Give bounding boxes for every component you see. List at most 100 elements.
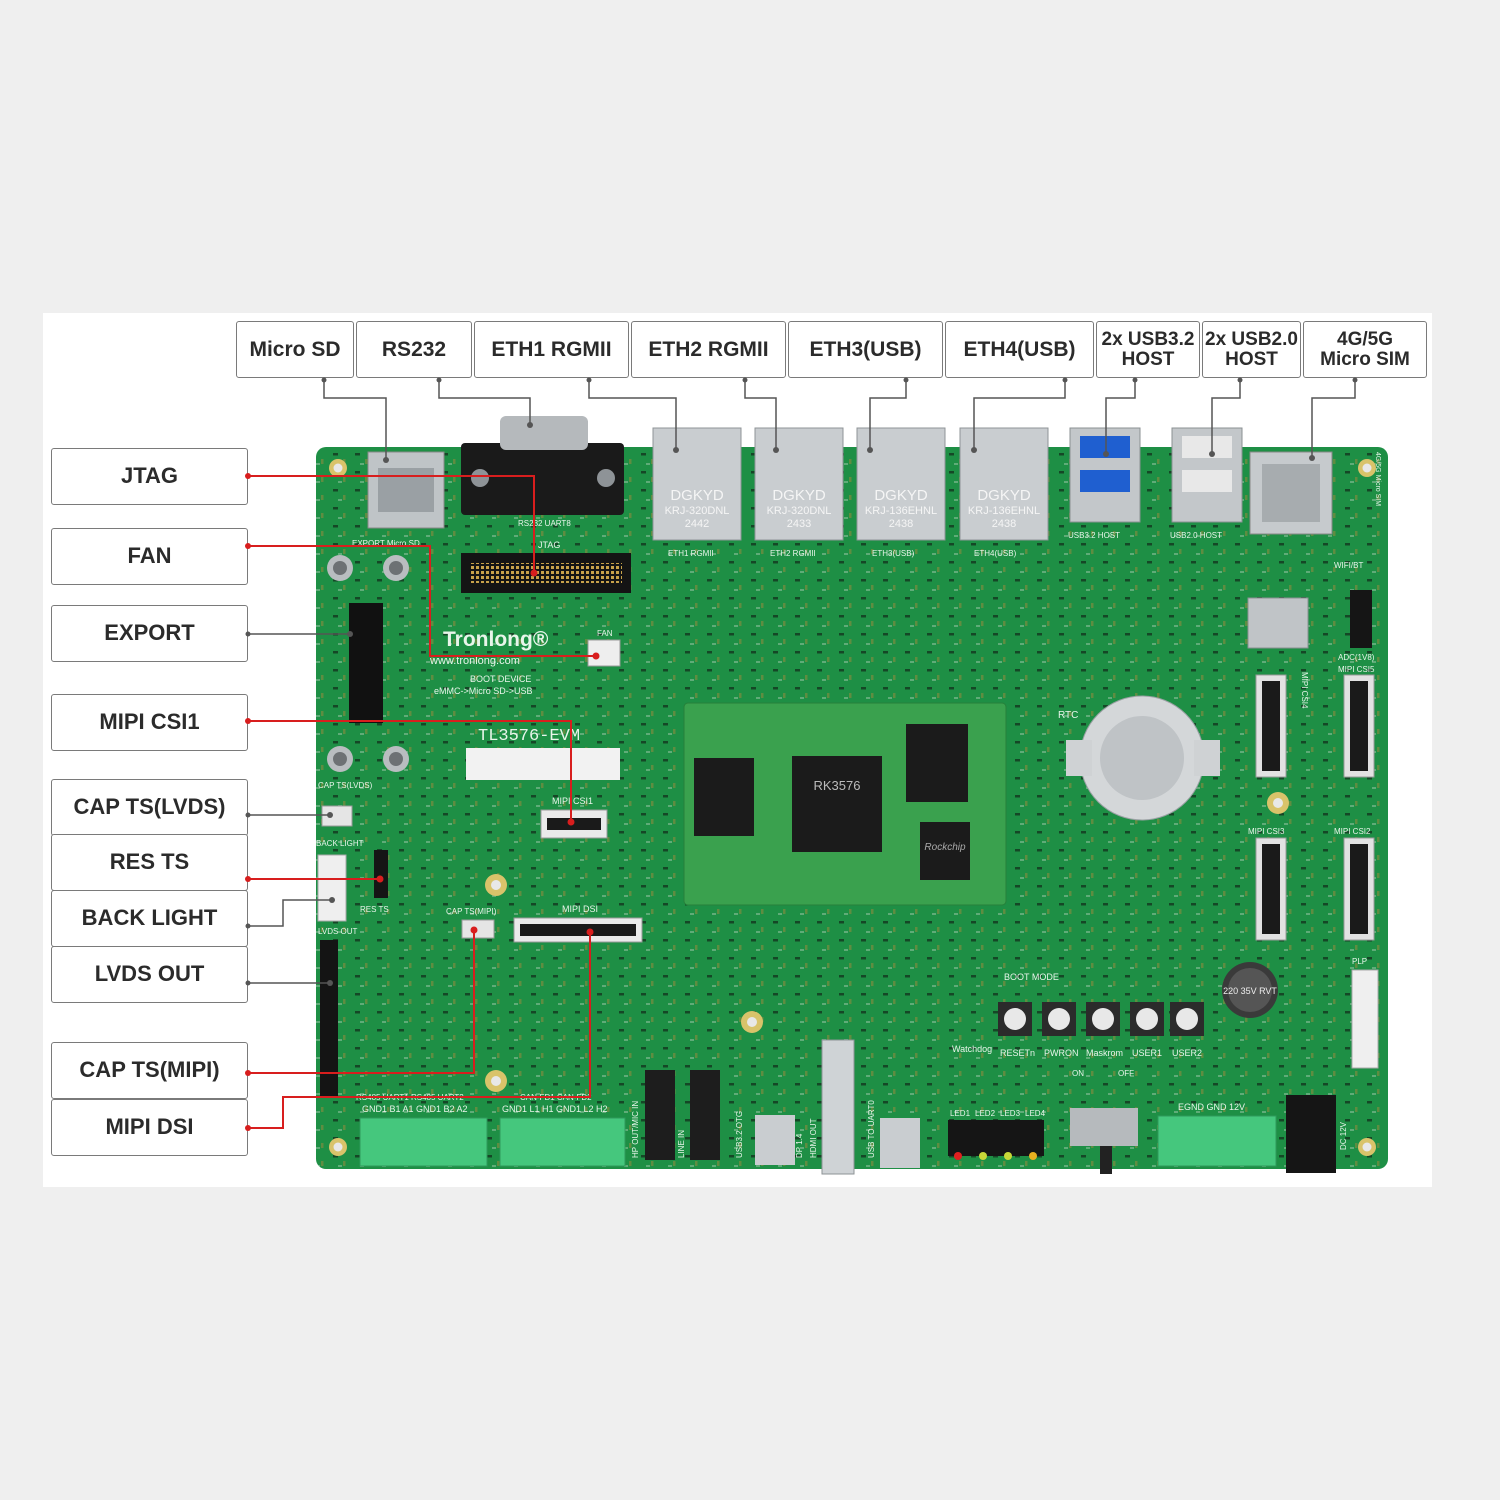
callout-cap-ts-lvds: CAP TS(LVDS) bbox=[51, 779, 248, 836]
export-connector bbox=[349, 603, 383, 723]
mipi-csi1-silk: MIPI CSI1 bbox=[552, 796, 593, 806]
jtag-header bbox=[461, 553, 631, 593]
leader-mipi-dsi bbox=[248, 932, 591, 1129]
electrolytic-capacitor bbox=[1222, 962, 1278, 1018]
callout-back-light: BACK LIGHT bbox=[51, 890, 248, 947]
callout-line1: 2x USB2.0 bbox=[1205, 329, 1298, 351]
callout-text: LVDS OUT bbox=[94, 961, 205, 987]
leader-fan bbox=[248, 545, 596, 657]
mipi-csi5-silk: MIPI CSI5 bbox=[1338, 665, 1375, 674]
callout-text: ETH3(USB) bbox=[809, 337, 922, 361]
backlight-connector bbox=[317, 854, 347, 922]
cap-ts-mipi-silk: CAP TS(MIPI) bbox=[446, 907, 497, 916]
model-silk: TL3576-EVM bbox=[478, 727, 580, 746]
hp-silk: HP OUT/MIC IN bbox=[631, 1101, 640, 1158]
res-ts-silk: RES TS bbox=[360, 905, 389, 914]
fan-connector bbox=[587, 639, 621, 667]
usb20-host-stack bbox=[1171, 427, 1243, 523]
watchdog-silk: Watchdog bbox=[952, 1044, 992, 1054]
callout-text: FAN bbox=[127, 543, 172, 569]
hdmi-silk: HDMI OUT bbox=[809, 1118, 818, 1158]
eth2-silk: ETH2 RGMII bbox=[770, 549, 816, 558]
cap-ts-lvds-silk: CAP TS(LVDS) bbox=[318, 781, 373, 790]
mipi-csi1-slot bbox=[547, 818, 601, 830]
leader-micro-sd bbox=[323, 378, 387, 460]
callout-export: EXPORT bbox=[51, 605, 248, 662]
leader-back-light bbox=[248, 899, 332, 927]
leader-dots-red bbox=[245, 473, 600, 1131]
wifi-bt-module bbox=[1247, 597, 1309, 649]
eth4-silk: ETH4(USB) bbox=[974, 549, 1017, 558]
fan-silk: FAN bbox=[597, 629, 613, 638]
wifi-silk: WIFI/BT bbox=[1334, 561, 1363, 570]
callout-micro-sd: Micro SD bbox=[236, 321, 354, 378]
res-ts-header bbox=[374, 850, 388, 898]
mipi-dsi-slot bbox=[520, 924, 636, 936]
callout-line1: 4G/5G bbox=[1337, 329, 1393, 351]
mipi-csi-right-connectors bbox=[1255, 674, 1375, 941]
switch-on-silk: ON bbox=[1072, 1069, 1084, 1078]
plp-connector bbox=[1351, 969, 1379, 1069]
adc-header bbox=[1350, 590, 1372, 648]
callout-line2: HOST bbox=[1121, 348, 1175, 370]
eth1-jack-code: 2442 bbox=[685, 518, 709, 530]
cap-ts-mipi-connector bbox=[461, 919, 495, 939]
board-label-area bbox=[466, 748, 620, 780]
leader-eth1 bbox=[588, 378, 677, 450]
eth1-silk: ETH1 RGMII bbox=[668, 549, 714, 558]
callout-eth3-usb: ETH3(USB) bbox=[788, 321, 943, 378]
callout-cap-ts-mipi: CAP TS(MIPI) bbox=[51, 1042, 248, 1099]
eth4-jack-code: 2438 bbox=[992, 518, 1016, 530]
callout-text: ETH2 RGMII bbox=[648, 337, 769, 361]
mipi-csi4-silk: MIPI CSI4 bbox=[1300, 672, 1309, 709]
leader-eth4 bbox=[973, 378, 1066, 450]
capacitor-rating: 220 35V RVT bbox=[1223, 986, 1277, 996]
boot-order-silk: eMMC->Micro SD->USB bbox=[434, 686, 533, 696]
eth3-jack-model: KRJ-136EHNL bbox=[865, 505, 937, 517]
terminal-mid-silk: GND1 L1 H1 GND1 L2 H2 bbox=[502, 1104, 608, 1114]
standoffs bbox=[327, 555, 409, 772]
leader-mipi-csi1 bbox=[248, 720, 572, 822]
leader-dots-gray bbox=[245, 377, 1358, 986]
callout-eth4-usb: ETH4(USB) bbox=[945, 321, 1094, 378]
led1-silk: LED1 bbox=[950, 1109, 971, 1118]
callout-line1: 2x USB3.2 bbox=[1101, 329, 1195, 351]
callout-jtag: JTAG bbox=[51, 448, 248, 505]
button-label-resetn: RESETn bbox=[1000, 1048, 1035, 1058]
tactile-buttons bbox=[998, 1002, 1204, 1036]
adc-silk: ADC(1V8) bbox=[1338, 653, 1375, 662]
bottom-connectors bbox=[359, 1039, 1336, 1175]
mipi-dsi-silk: MIPI DSI bbox=[562, 904, 598, 914]
cap-ts-lvds-connector bbox=[321, 805, 353, 827]
callout-eth2-rgmii: ETH2 RGMII bbox=[631, 321, 786, 378]
rs232-silk: RS232 UART8 bbox=[518, 519, 571, 528]
callout-text: BACK LIGHT bbox=[81, 905, 218, 931]
leader-eth2 bbox=[744, 378, 777, 450]
som-module bbox=[683, 702, 1007, 906]
led3-silk: LED3 bbox=[1000, 1109, 1021, 1118]
eth2-jack-code: 2433 bbox=[787, 518, 811, 530]
rs232-db9-connector bbox=[461, 416, 624, 515]
usb32-silk: USB3.2 HOST bbox=[1068, 531, 1120, 540]
eth3-jack-code: 2438 bbox=[889, 518, 913, 530]
button-label-user1: USER1 bbox=[1132, 1048, 1162, 1058]
rtc-silk: RTC bbox=[1058, 710, 1078, 721]
mipi-csi3-silk: MIPI CSI3 bbox=[1248, 827, 1285, 836]
led2-silk: LED2 bbox=[975, 1109, 996, 1118]
callout-text: EXPORT bbox=[104, 620, 195, 646]
export-sd-silk: EXPORT Micro SD bbox=[352, 539, 420, 548]
eth1-jack-brand: DGKYD bbox=[670, 487, 724, 504]
switch-off-silk: OFF bbox=[1118, 1069, 1134, 1078]
leader-eth3 bbox=[869, 378, 907, 450]
button-label-pwron: PWRON bbox=[1044, 1048, 1079, 1058]
callout-text: ETH1 RGMII bbox=[491, 337, 612, 361]
eth4-jack-model: KRJ-136EHNL bbox=[968, 505, 1040, 517]
eth2-jack-model: KRJ-320DNL bbox=[767, 505, 832, 517]
callout-res-ts: RES TS bbox=[51, 834, 248, 891]
brand-logo: Tronlong® bbox=[443, 628, 549, 651]
usb-uart-silk: USB TO UART0 bbox=[867, 1100, 876, 1158]
callout-text: RES TS bbox=[109, 849, 190, 875]
som-chip-label: RK3576 bbox=[814, 778, 861, 793]
leader-sim bbox=[1311, 378, 1356, 458]
